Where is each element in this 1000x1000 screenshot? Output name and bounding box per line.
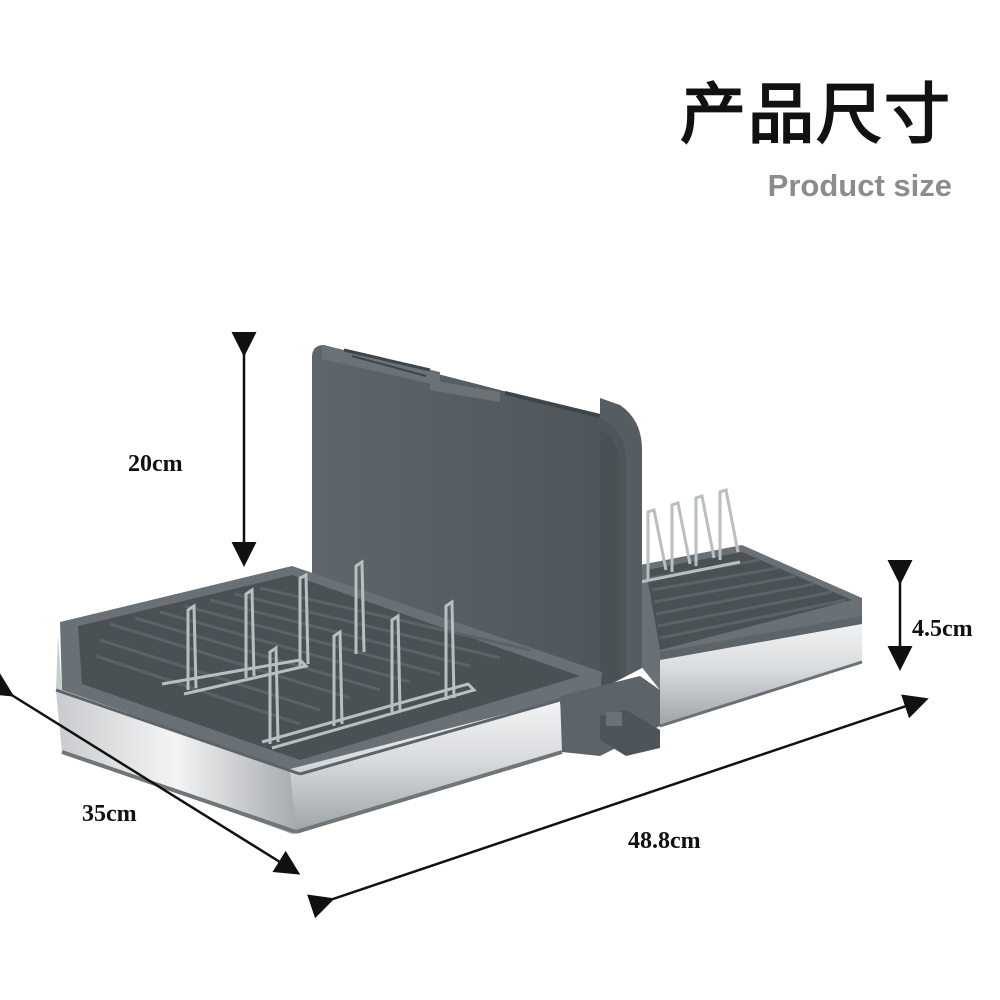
height-label: 20cm [128,451,183,477]
width-arrow [307,694,929,919]
title-english: Product size [767,168,952,203]
depth-label: 35cm [82,801,137,827]
dimension-arrows [0,332,929,919]
tray-height-label: 4.5cm [912,616,973,642]
width-label: 48.8cm [628,828,701,854]
right-tray [640,545,863,728]
right-wire-holders [639,488,741,584]
depth-arrow [0,672,301,875]
title-chinese: 产品尺寸 [680,76,952,153]
